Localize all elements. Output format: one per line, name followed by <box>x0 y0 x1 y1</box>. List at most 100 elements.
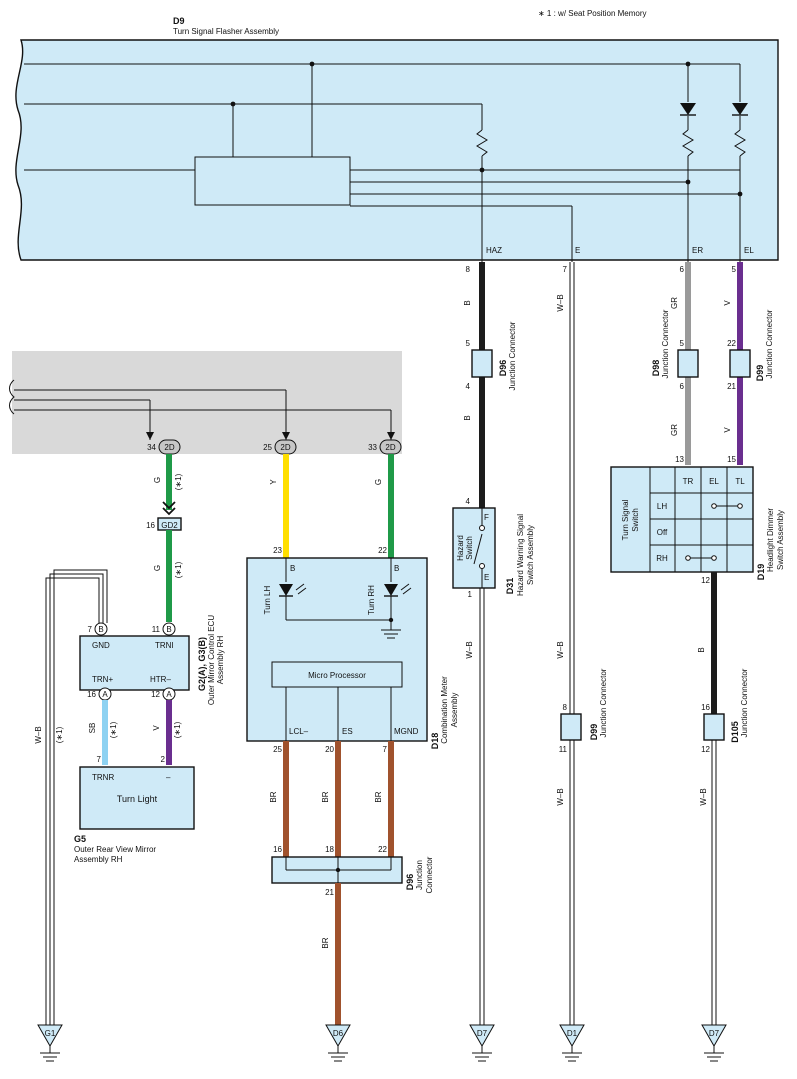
wire-mirror-gnd: W–B (∗1) <box>34 569 108 1025</box>
d98-code: D98 <box>651 360 661 377</box>
svg-text:B: B <box>394 564 399 573</box>
d99a-code: D99 <box>755 365 765 382</box>
svg-text:16: 16 <box>87 690 96 699</box>
svg-text:(∗1): (∗1) <box>174 473 183 490</box>
svg-text:TL: TL <box>735 477 745 486</box>
svg-text:21: 21 <box>727 382 736 391</box>
d105-code: D105 <box>730 721 740 743</box>
svg-text:B: B <box>98 625 103 634</box>
svg-text:Switch Assembly: Switch Assembly <box>526 525 535 585</box>
d31-code: D31 <box>505 578 515 595</box>
svg-text:W–B: W–B <box>556 641 565 658</box>
d96a-name: Junction Connector <box>508 321 517 390</box>
hazard-switch: Hazard Switch F E D31 Hazard Warning Sig… <box>452 507 535 659</box>
svg-text:B: B <box>290 564 295 573</box>
mirror-ecu-code: G2(A), G3(B) <box>197 637 207 691</box>
turn-light: TRNR – Turn Light G5 Outer Rear View Mir… <box>74 766 195 864</box>
svg-text:34: 34 <box>147 443 156 452</box>
svg-text:15: 15 <box>727 455 736 464</box>
svg-text:RH: RH <box>656 554 668 563</box>
svg-text:SB: SB <box>88 723 97 734</box>
svg-text:5: 5 <box>732 265 737 274</box>
diode-er-icon <box>680 103 696 115</box>
svg-text:W–B: W–B <box>465 641 474 658</box>
svg-text:12: 12 <box>701 576 710 585</box>
svg-text:Turn Light: Turn Light <box>117 794 158 804</box>
svg-text:2D: 2D <box>385 443 395 452</box>
ground-d1: D1 <box>559 1024 585 1062</box>
svg-text:Junction Connector: Junction Connector <box>740 668 749 737</box>
svg-text:W–B: W–B <box>699 788 708 805</box>
d96b-code: D96 <box>405 874 415 891</box>
svg-text:6: 6 <box>680 265 685 274</box>
svg-text:D7: D7 <box>709 1029 720 1038</box>
svg-text:G: G <box>153 477 162 483</box>
svg-text:11: 11 <box>559 745 568 754</box>
svg-text:W–B: W–B <box>556 294 565 311</box>
svg-text:(∗1): (∗1) <box>174 561 183 578</box>
d19-code: D19 <box>756 564 766 581</box>
svg-text:B: B <box>166 625 171 634</box>
svg-text:7: 7 <box>563 265 568 274</box>
svg-text:22: 22 <box>378 546 387 555</box>
svg-text:A: A <box>166 690 172 699</box>
svg-text:16: 16 <box>273 845 282 854</box>
svg-text:(∗1): (∗1) <box>173 721 182 738</box>
svg-text:HTR–: HTR– <box>150 675 171 684</box>
svg-text:7: 7 <box>88 625 93 634</box>
d99b-code: D99 <box>589 724 599 741</box>
svg-text:21: 21 <box>325 888 334 897</box>
svg-text:Switch: Switch <box>631 508 640 532</box>
pin-el-label: EL <box>744 246 754 255</box>
svg-text:BR: BR <box>374 791 383 802</box>
svg-text:LCL–: LCL– <box>289 727 309 736</box>
wire-2d-34: GD2 16 G (∗1) G (∗1) <box>146 454 183 622</box>
svg-text:5: 5 <box>680 339 685 348</box>
d96a-code: D96 <box>498 360 508 377</box>
wire-el: 5 V 22 21 V 15 D99 Junction Connector <box>723 262 774 465</box>
svg-text:6: 6 <box>680 382 685 391</box>
flasher-code: D9 <box>173 16 185 26</box>
svg-text:Junction Connector: Junction Connector <box>599 668 608 737</box>
svg-text:Micro Processor: Micro Processor <box>308 671 366 680</box>
svg-text:Connector: Connector <box>425 856 434 893</box>
svg-text:25: 25 <box>263 443 272 452</box>
wire-meter-br: 25 20 7 BR BR BR <box>269 741 394 857</box>
svg-text:23: 23 <box>273 546 282 555</box>
wire-dimmer-out: 12 B 16 12 D105 Junction Connector W–B <box>697 572 749 1025</box>
diode-el-icon <box>732 103 748 115</box>
svg-text:12: 12 <box>151 690 160 699</box>
ground-symbol-icon <box>381 629 401 639</box>
svg-text:25: 25 <box>273 745 282 754</box>
svg-text:Switch Assembly: Switch Assembly <box>776 510 785 570</box>
svg-text:V: V <box>152 725 161 731</box>
mirror-ecu: B B 7 11 GND TRNI TRN+ HTR– A A 16 12 G2… <box>79 615 225 705</box>
svg-text:33: 33 <box>368 443 377 452</box>
connectors-2d: 2D 2D 2D 34 25 33 <box>147 439 402 455</box>
svg-text:TR: TR <box>683 477 694 486</box>
svg-text:V: V <box>723 427 732 433</box>
wire-haz: 8 B 5 4 B 4 D96 Junction Connector <box>463 262 517 508</box>
wire-hazard-ground <box>479 588 485 1025</box>
svg-text:ES: ES <box>342 727 353 736</box>
pin-haz-label: HAZ <box>486 246 502 255</box>
turn-light-code: G5 <box>74 834 86 844</box>
svg-text:B: B <box>463 415 472 420</box>
svg-text:TRNR: TRNR <box>92 773 114 782</box>
svg-text:18: 18 <box>325 845 334 854</box>
svg-text:(∗1): (∗1) <box>55 726 64 743</box>
svg-text:2D: 2D <box>280 443 290 452</box>
svg-text:Y: Y <box>269 479 278 485</box>
led-lh-icon <box>279 584 293 596</box>
svg-text:GND: GND <box>92 641 110 650</box>
svg-text:GD2: GD2 <box>161 521 178 530</box>
led-rh-icon <box>384 584 398 596</box>
svg-text:Junction Connector: Junction Connector <box>661 309 670 378</box>
svg-text:2: 2 <box>161 755 166 764</box>
svg-text:BR: BR <box>269 791 278 802</box>
svg-text:G: G <box>374 479 383 485</box>
svg-text:EL: EL <box>709 477 719 486</box>
svg-text:Assembly RH: Assembly RH <box>74 855 123 864</box>
svg-text:Junction Connector: Junction Connector <box>765 309 774 378</box>
